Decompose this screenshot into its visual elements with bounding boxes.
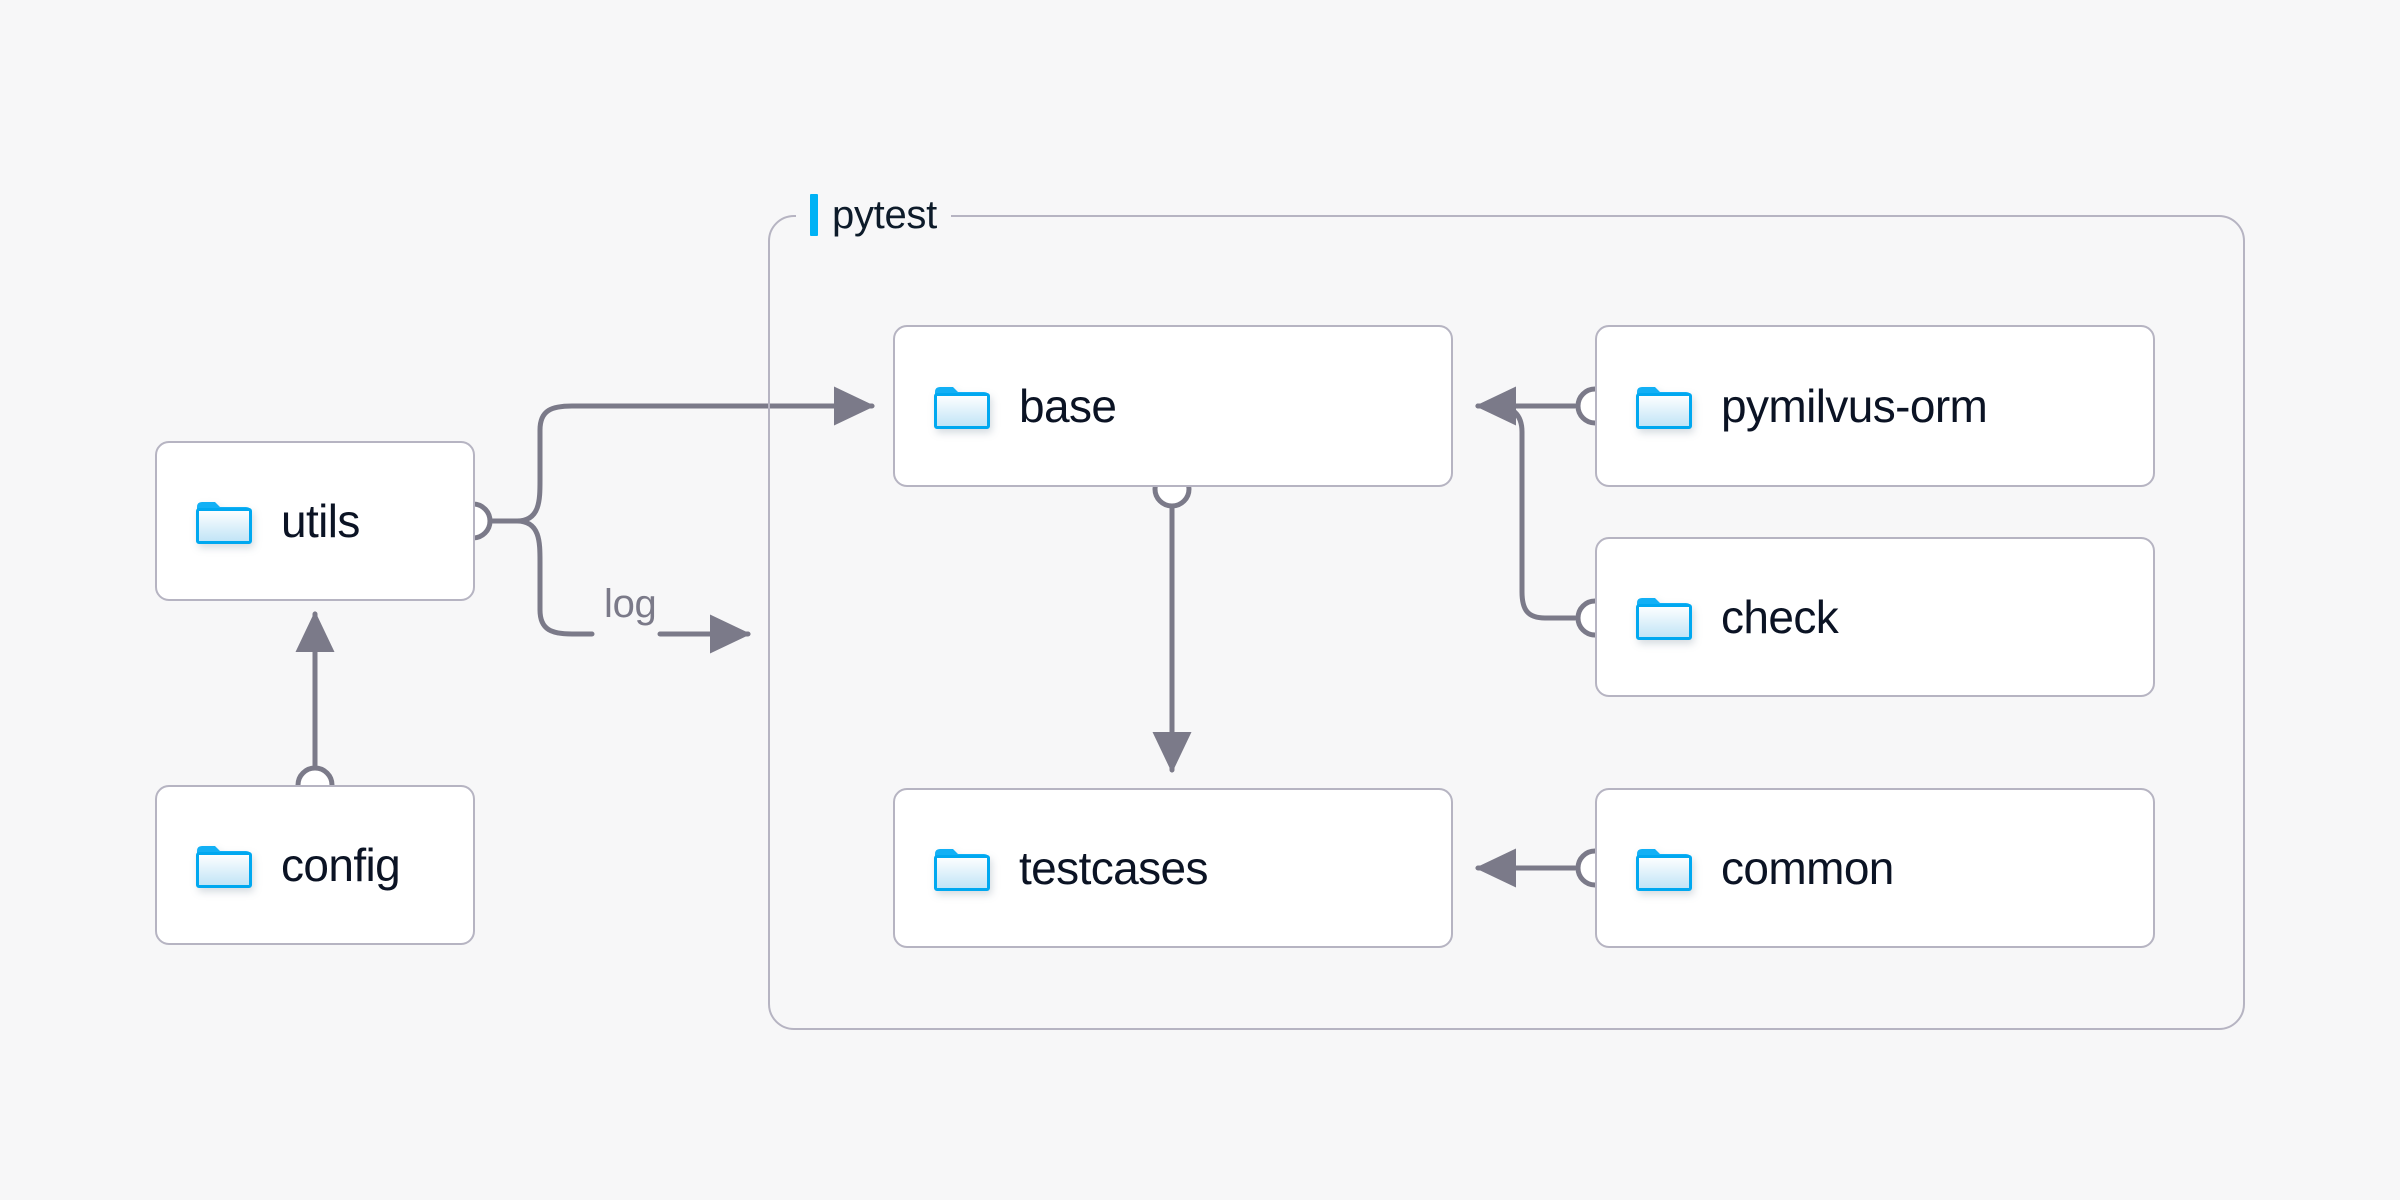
node-label-utils: utils [281,495,360,547]
node-common[interactable]: common [1595,788,2155,948]
group-label-pytest: pytest [796,188,951,242]
group-accent-bar [810,194,818,236]
edge-utils-to-pytest-log [514,518,595,637]
node-label-testcases: testcases [1019,842,1209,894]
node-base[interactable]: base [893,325,1453,487]
folder-icon [195,841,253,889]
folder-icon [1635,382,1693,430]
node-label-check: check [1721,591,1839,643]
group-container-pytest[interactable] [768,215,2245,1030]
node-utils[interactable]: utils [155,441,475,601]
node-label-base: base [1019,380,1117,432]
node-label-pymilvus-orm: pymilvus-orm [1721,380,1988,432]
group-title: pytest [832,192,937,237]
node-pymilvus-orm[interactable]: pymilvus-orm [1595,325,2155,487]
folder-icon [933,382,991,430]
edge-label-log-label: log [594,582,667,627]
folder-icon [933,844,991,892]
node-testcases[interactable]: testcases [893,788,1453,948]
node-config[interactable]: config [155,785,475,945]
node-label-common: common [1721,842,1894,894]
folder-icon [1635,593,1693,641]
node-label-config: config [281,839,401,891]
folder-icon [195,497,253,545]
node-check[interactable]: check [1595,537,2155,697]
folder-icon [1635,844,1693,892]
